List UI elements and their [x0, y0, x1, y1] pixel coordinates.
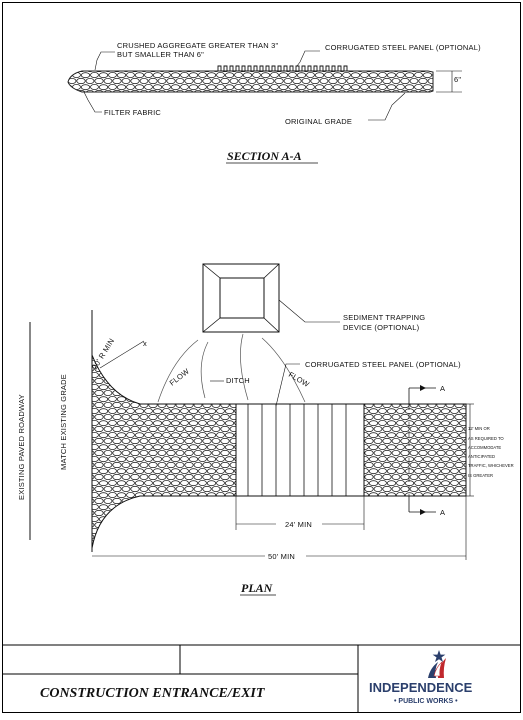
- dim-panel-length: 24' MIN: [285, 520, 312, 529]
- plan-detail: SEDIMENT TRAPPING DEVICE (OPTIONAL) FLOW…: [17, 263, 514, 596]
- title-block: CONSTRUCTION ENTRANCE/EXIT INDEPENDENCE …: [2, 644, 521, 713]
- filter-fabric-label: FILTER FABRIC: [104, 108, 161, 117]
- ditch-line-left: [200, 341, 209, 399]
- radius-x-mark: x: [143, 339, 147, 348]
- flag-emblem-icon: [428, 650, 446, 678]
- original-grade-label: ORIGINAL GRADE: [285, 117, 352, 126]
- flow-line-right: [261, 337, 306, 403]
- aggregate-label-line2: BUT SMALLER THAN 6": [117, 50, 204, 59]
- plan-aggregate-left: [91, 354, 237, 549]
- steel-panel-ribs: [247, 404, 347, 496]
- dim-total-length: 50' MIN: [268, 552, 295, 561]
- width-note-4: ANTICIPATED: [468, 454, 495, 459]
- flow-left-label: FLOW: [168, 366, 192, 387]
- width-note-2: AS REQUIRED TO: [468, 436, 504, 441]
- width-note-1: 12' MIN OR: [468, 426, 490, 431]
- flow-line-left: [157, 339, 199, 403]
- aggregate-label-line1: CRUSHED AGGREGATE GREATER THAN 3": [117, 41, 279, 50]
- logo-name: INDEPENDENCE: [369, 680, 473, 695]
- section-cut-bottom: A: [440, 508, 445, 517]
- panel-label-plan: CORRUGATED STEEL PANEL (OPTIONAL): [305, 360, 461, 369]
- flow-right-label: FLOW: [287, 370, 312, 389]
- section-cut-top: A: [440, 384, 445, 393]
- roadway-label: EXISTING PAVED ROADWAY: [17, 394, 26, 500]
- sediment-trap-inner: [219, 277, 265, 319]
- sediment-label-line2: DEVICE (OPTIONAL): [343, 323, 420, 332]
- panel-label-section: CORRUGATED STEEL PANEL (OPTIONAL): [325, 43, 481, 52]
- aggregate-layer: [67, 70, 434, 93]
- logo-subtitle: • PUBLIC WORKS •: [394, 698, 458, 705]
- corrugated-panel-profile: [217, 65, 348, 72]
- width-note-5: TRAFFIC, WHICHEVER: [468, 463, 514, 468]
- ditch-line-center: [240, 333, 249, 401]
- width-note-3: ACCOMMODATE: [468, 445, 501, 450]
- width-note-6: IS GREATER: [468, 473, 493, 478]
- ditch-label: DITCH: [226, 376, 250, 385]
- sheet-border: [2, 2, 521, 713]
- plan-aggregate-right: [363, 403, 467, 497]
- depth-label: 6": [454, 75, 461, 84]
- drawing-title: CONSTRUCTION ENTRANCE/EXIT: [40, 686, 266, 701]
- sediment-label-line1: SEDIMENT TRAPPING: [343, 313, 425, 322]
- plan-steel-panel: [235, 403, 365, 497]
- match-grade-label: MATCH EXISTING GRADE: [59, 374, 68, 470]
- independence-logo: INDEPENDENCE • PUBLIC WORKS •: [369, 650, 473, 705]
- plan-title: PLAN: [241, 581, 274, 595]
- section-title: SECTION A-A: [227, 149, 302, 163]
- section-detail: 6" CRUSHED AGGREGATE GREATER THAN 3" BUT…: [67, 41, 481, 164]
